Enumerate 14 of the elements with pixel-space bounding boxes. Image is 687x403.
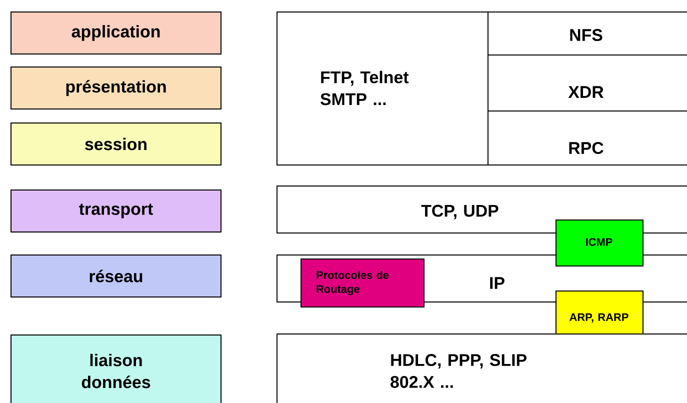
protocol-cell: XDR (488, 54, 687, 112)
protocol-cell: RPC (488, 110, 687, 166)
layer-box: liaison données (10, 334, 222, 403)
layer-box: présentation (10, 66, 222, 110)
layer-box: réseau (10, 254, 222, 298)
protocol-tag: ARP, RARP (556, 290, 644, 334)
protocol-box: HDLC, PPP, SLIP 802.X ... (276, 334, 687, 403)
layer-box: application (10, 12, 222, 54)
protocol-box: TCP, UDP (276, 186, 687, 234)
layer-box: session (10, 122, 222, 166)
layer-box: transport (10, 190, 222, 232)
protocol-tag: ICMP (556, 220, 644, 266)
protocol-tag: Protocoles de Routage (300, 258, 424, 308)
protocol-cell: NFS (488, 12, 687, 56)
